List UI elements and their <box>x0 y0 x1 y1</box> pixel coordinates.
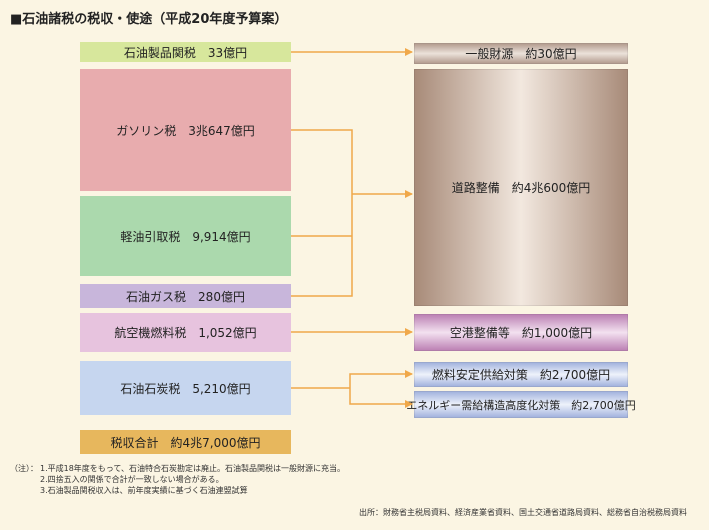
dest-box-ippan: 一般財源 約30億円 <box>414 43 628 64</box>
total-box: 税収合計 約4兆7,000億円 <box>80 430 291 454</box>
source-box-sekiyu-seihin: 石油製品関税 33億円 <box>80 42 291 62</box>
notes: （注）： 1.平成18年度をもって、石油特合石炭勘定は廃止。石油製品関税は一般財… <box>10 463 345 496</box>
note-item: 3.石油製品関税収入は、前年度実績に基づく石油連盟試算 <box>40 486 248 495</box>
arrow-to-nenryou <box>349 370 413 388</box>
source-box-keiyu: 軽油引取税 9,914億円 <box>80 196 291 276</box>
note-item: 2.四捨五入の関係で合計が一致しない場合がある。 <box>40 475 224 484</box>
source-citation: 出所：財務省主税局資料、経済産業省資料、国土交通省道路局資料、総務省自治税務局資… <box>359 508 687 517</box>
source-box-gasoline: ガソリン税 3兆647億円 <box>80 69 291 191</box>
source-box-sekiyu-gas: 石油ガス税 280億円 <box>80 284 291 308</box>
dest-box-kuukou: 空港整備等 約1,000億円 <box>414 314 628 351</box>
notes-label: （注）： <box>10 464 38 473</box>
dest-box-douro: 道路整備 約4兆600億円 <box>414 69 628 306</box>
arrow-to-energy <box>349 388 413 408</box>
dest-box-nenryou: 燃料安定供給対策 約2,700億円 <box>414 362 628 387</box>
source-box-koukuuki: 航空機燃料税 1,052億円 <box>80 313 291 352</box>
note-item: 1.平成18年度をもって、石油特合石炭勘定は廃止。石油製品関税は一般財源に充当。 <box>40 464 346 473</box>
dest-box-energy: エネルギー需給構造高度化対策 約2,700億円 <box>406 391 636 418</box>
bracket-road-taxes <box>291 129 353 297</box>
source-box-sekiyu-sekitan: 石油石炭税 5,210億円 <box>80 361 291 415</box>
page-title: ■石油諸税の税収・使途（平成20年度予算案） <box>10 12 288 27</box>
